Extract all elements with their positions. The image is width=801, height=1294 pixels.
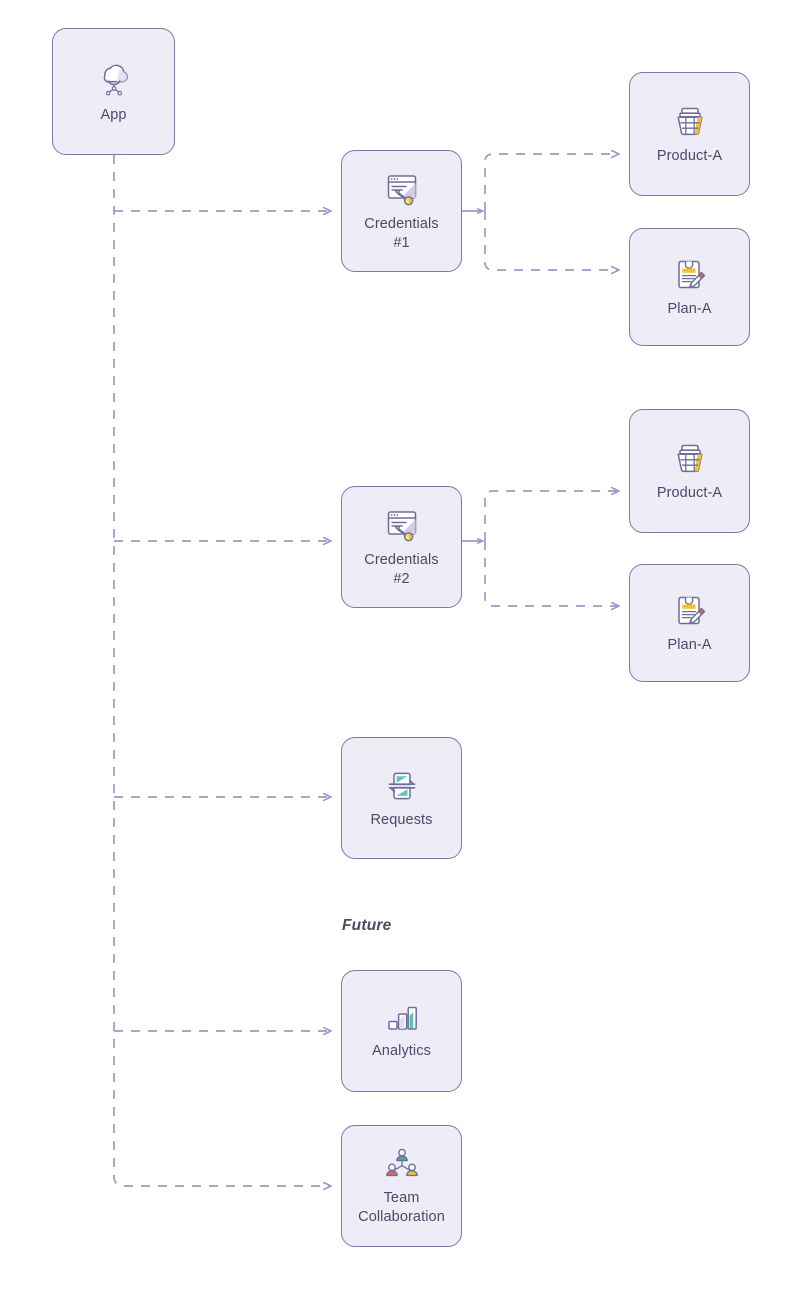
node-plan-a-1[interactable]: Plan-A xyxy=(629,228,750,346)
node-requests[interactable]: Requests xyxy=(341,737,462,859)
node-credentials-1[interactable]: Credentials #1 xyxy=(341,150,462,272)
node-label: Plan-A xyxy=(667,636,712,653)
clipboard-pencil-icon xyxy=(671,256,709,294)
node-product-a-2[interactable]: Product-A xyxy=(629,409,750,533)
browser-key-icon xyxy=(382,505,422,545)
node-analytics[interactable]: Analytics xyxy=(341,970,462,1092)
exchange-docs-icon xyxy=(383,767,421,805)
node-app[interactable]: App xyxy=(52,28,175,155)
edge-credentials-2-product-a xyxy=(484,491,619,541)
basket-icon xyxy=(671,103,709,141)
cloud-network-icon xyxy=(93,58,135,100)
node-credentials-2[interactable]: Credentials #2 xyxy=(341,486,462,608)
browser-key-icon xyxy=(382,169,422,209)
node-plan-a-2[interactable]: Plan-A xyxy=(629,564,750,682)
future-section-label: Future xyxy=(342,917,392,934)
node-label: Credentials #1 xyxy=(364,216,439,251)
node-label: Team Collaboration xyxy=(358,1190,445,1225)
basket-icon xyxy=(671,440,709,478)
node-label: Analytics xyxy=(372,1042,431,1059)
node-label: Product-A xyxy=(656,147,723,164)
team-people-icon xyxy=(383,1145,421,1183)
node-product-a-1[interactable]: Product-A xyxy=(629,72,750,196)
node-label: App xyxy=(100,107,127,124)
edge-credentials-2-plan-a xyxy=(484,541,619,606)
node-label: Credentials #2 xyxy=(364,552,439,587)
node-label: Plan-A xyxy=(667,300,712,317)
node-label: Product-A xyxy=(656,484,723,501)
edge-credentials-1-plan-a xyxy=(484,211,619,270)
edge-credentials-1-product-a xyxy=(484,154,619,211)
bar-chart-icon xyxy=(383,1002,421,1036)
edge-app-trunk xyxy=(113,155,125,1187)
node-team-collaboration[interactable]: Team Collaboration xyxy=(341,1125,462,1247)
clipboard-pencil-icon xyxy=(671,592,709,630)
node-label: Requests xyxy=(370,811,433,828)
